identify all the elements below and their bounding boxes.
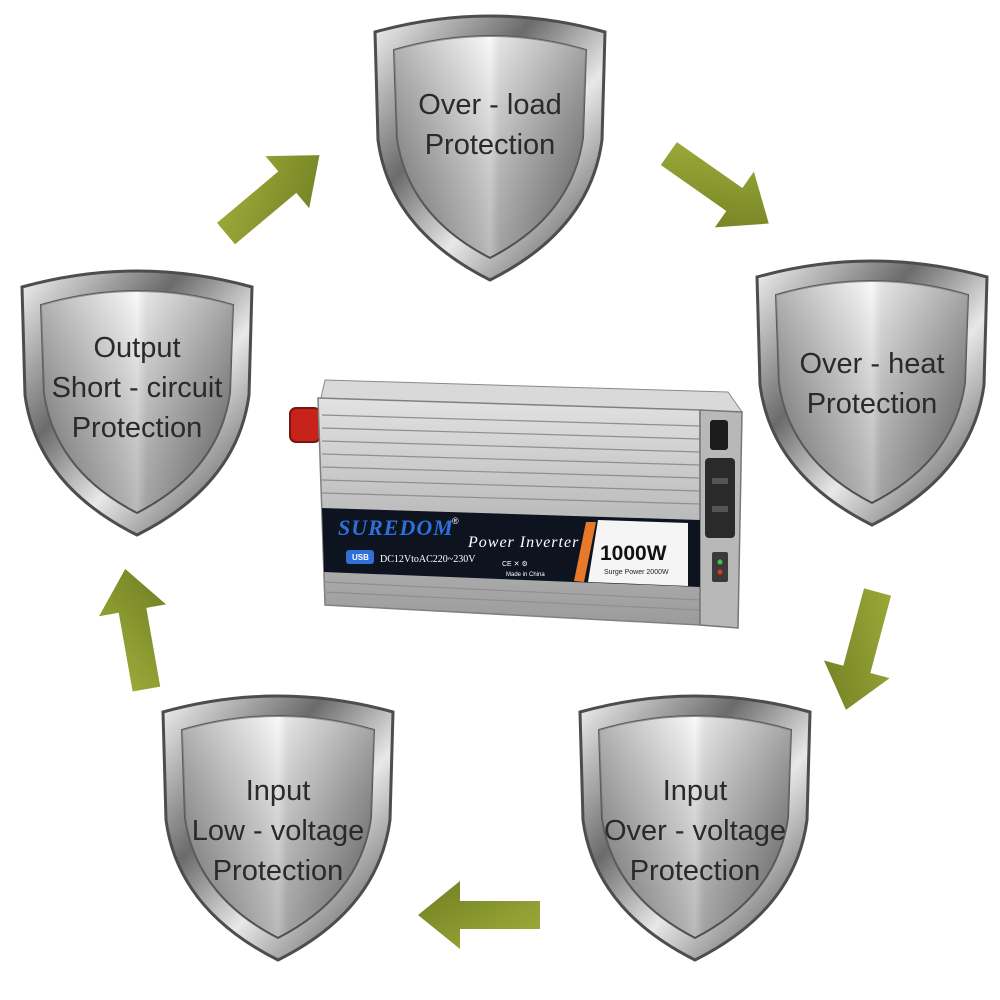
shield-label-line: Input: [663, 775, 728, 807]
shield-overheat: Over - heat Protection: [755, 259, 989, 527]
power-switch[interactable]: [710, 420, 728, 450]
shield-label-line: Protection: [72, 412, 203, 444]
arrow-overheat-to-overvoltage: [813, 583, 911, 719]
ac-socket[interactable]: [705, 458, 735, 538]
arrow-overvoltage-to-lowvoltage: [418, 881, 540, 949]
shield-label-line: Protection: [425, 129, 556, 161]
led-indicator-green: [717, 559, 723, 565]
registered-mark: ®: [452, 516, 459, 526]
shield-label-line: Low - voltage: [192, 815, 365, 847]
shield-label-line: Over - voltage: [604, 815, 786, 847]
socket-slot: [712, 478, 728, 484]
orange-accent-stripe: [574, 522, 596, 582]
power-inverter-product: SUREDOM ® Power Inverter USB DC12VtoAC22…: [289, 379, 743, 629]
shield-input-overvoltage: Input Over - voltage Protection: [578, 694, 812, 962]
arrow-lowvoltage-to-shortcircuit: [91, 563, 180, 695]
voltage-spec: DC12VtoAC220~230V: [380, 554, 476, 565]
shield-label-line: Output: [93, 332, 180, 364]
wattage-panel: [588, 520, 688, 586]
surge-label: Surge Power 2000W: [604, 569, 669, 576]
usb-label: USB: [352, 553, 369, 562]
arrow-shortcircuit-to-overload: [204, 129, 342, 260]
red-terminal: [289, 407, 321, 443]
shield-label-line: Short - circuit: [52, 372, 223, 404]
led-indicator-red: [717, 569, 723, 575]
shield-output-short-circuit: Output Short - circuit Protection: [20, 269, 254, 537]
certification-marks: CE ✕ ⚙: [502, 560, 528, 568]
shield-overload: Over - load Protection: [373, 14, 607, 282]
shield-input-lowvoltage: Input Low - voltage Protection: [161, 694, 395, 962]
wattage-label: 1000W: [600, 542, 667, 565]
socket-slot: [712, 506, 728, 512]
shield-label-line: Protection: [213, 855, 344, 887]
usb-badge: [346, 550, 374, 564]
usb-port[interactable]: [712, 552, 728, 582]
shield-label-line: Protection: [630, 855, 761, 887]
product-name: Power Inverter: [467, 534, 579, 551]
shield-label-line: Over - heat: [799, 348, 944, 380]
arrow-overload-to-overheat: [649, 125, 789, 252]
cooling-fins: [321, 414, 701, 611]
brand-name: SUREDOM: [338, 515, 454, 540]
made-in-label: Made in China: [506, 572, 545, 578]
shield-label-line: Over - load: [418, 89, 561, 121]
shield-label-line: Protection: [807, 388, 938, 420]
shield-label-line: Input: [246, 775, 311, 807]
